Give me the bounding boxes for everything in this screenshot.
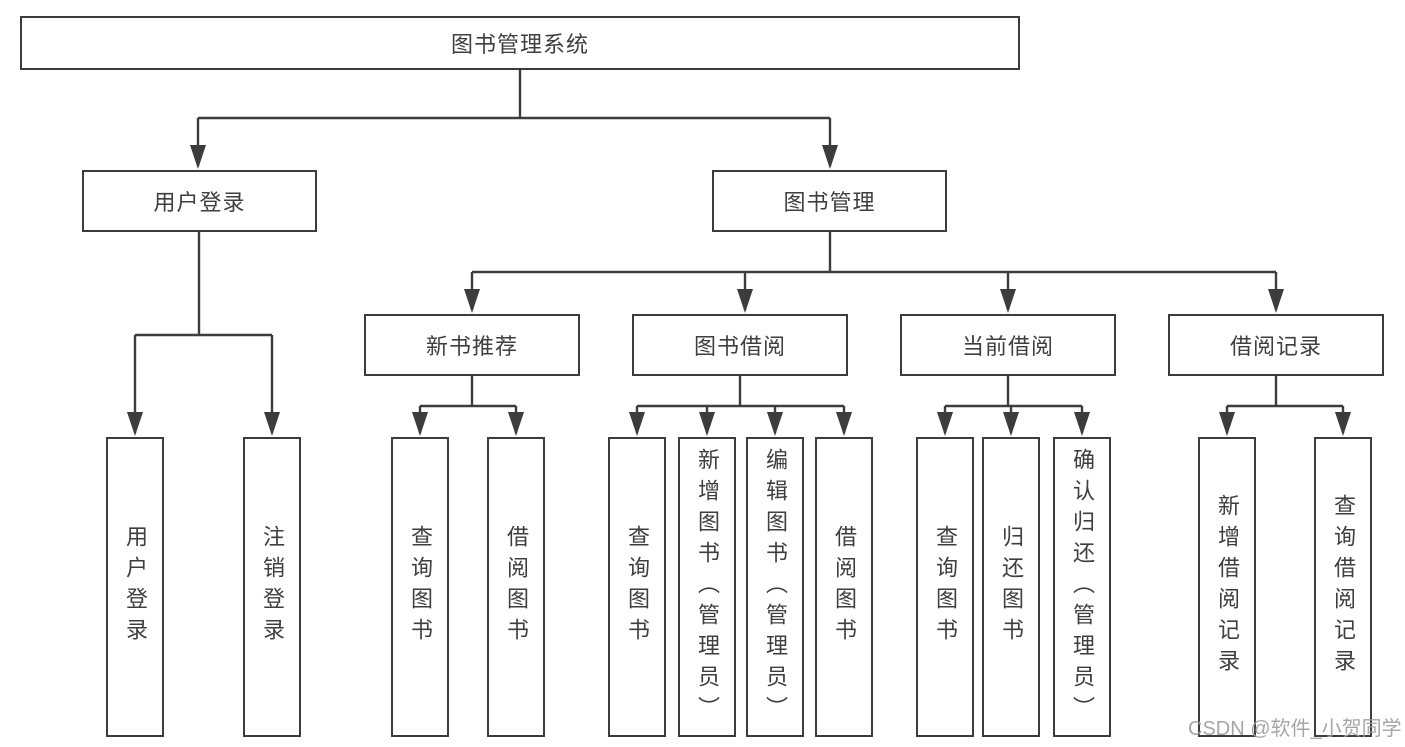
leaf-query-books-recommend: 查询图书 xyxy=(391,437,449,737)
leaf-confirm-return-admin: 确认归还（管理员） xyxy=(1053,437,1111,737)
leaf-add-books-admin: 新增图书（管理员） xyxy=(678,437,736,737)
node-user-login: 用户登录 xyxy=(82,170,317,232)
leaf-user-login: 用户登录 xyxy=(106,437,164,737)
connector-bookmgmt-to-level3 xyxy=(464,232,1284,313)
connector-userlogin-to-leaves xyxy=(127,232,280,436)
leaf-label: 查询图书 xyxy=(408,525,433,649)
node-new-book-recommend: 新书推荐 xyxy=(364,314,580,376)
leaf-label: 查询图书 xyxy=(625,525,650,649)
leaf-logout: 注销登录 xyxy=(243,437,301,737)
node-current-borrow: 当前借阅 xyxy=(900,314,1116,376)
leaf-query-borrow-record: 查询借阅记录 xyxy=(1314,437,1372,737)
leaf-add-borrow-record: 新增借阅记录 xyxy=(1198,437,1256,737)
node-root-system: 图书管理系统 xyxy=(20,16,1020,70)
leaf-query-books-borrow: 查询图书 xyxy=(608,437,666,737)
connector-root-to-level2 xyxy=(190,70,838,169)
leaf-label: 查询借阅记录 xyxy=(1331,494,1356,680)
connector-currentborrow-to-leaves xyxy=(937,376,1090,436)
leaf-return-books: 归还图书 xyxy=(982,437,1040,737)
node-book-borrow: 图书借阅 xyxy=(632,314,848,376)
leaf-edit-books-admin: 编辑图书（管理员） xyxy=(746,437,804,737)
csdn-watermark: CSDN @软件_小贺同学 xyxy=(1188,718,1402,740)
leaf-label: 编辑图书（管理员） xyxy=(763,447,788,727)
node-book-management: 图书管理 xyxy=(712,170,947,232)
connector-newbooks-to-leaves xyxy=(412,376,524,436)
leaf-borrow-books: 借阅图书 xyxy=(815,437,873,737)
leaf-label: 归还图书 xyxy=(999,525,1024,649)
leaf-label: 借阅图书 xyxy=(504,525,529,649)
leaf-label: 借阅图书 xyxy=(832,525,857,649)
leaf-label: 查询图书 xyxy=(933,525,958,649)
connector-records-to-leaves xyxy=(1219,376,1351,436)
leaf-label: 确认归还（管理员） xyxy=(1070,447,1095,727)
node-borrow-records: 借阅记录 xyxy=(1168,314,1384,376)
leaf-label: 新增图书（管理员） xyxy=(695,447,720,727)
leaf-label: 新增借阅记录 xyxy=(1215,494,1240,680)
leaf-label: 用户登录 xyxy=(123,525,148,649)
leaf-borrow-books-recommend: 借阅图书 xyxy=(487,437,545,737)
connector-bookborrow-to-leaves xyxy=(629,376,852,436)
leaf-query-books-current: 查询图书 xyxy=(916,437,974,737)
leaf-label: 注销登录 xyxy=(260,525,285,649)
